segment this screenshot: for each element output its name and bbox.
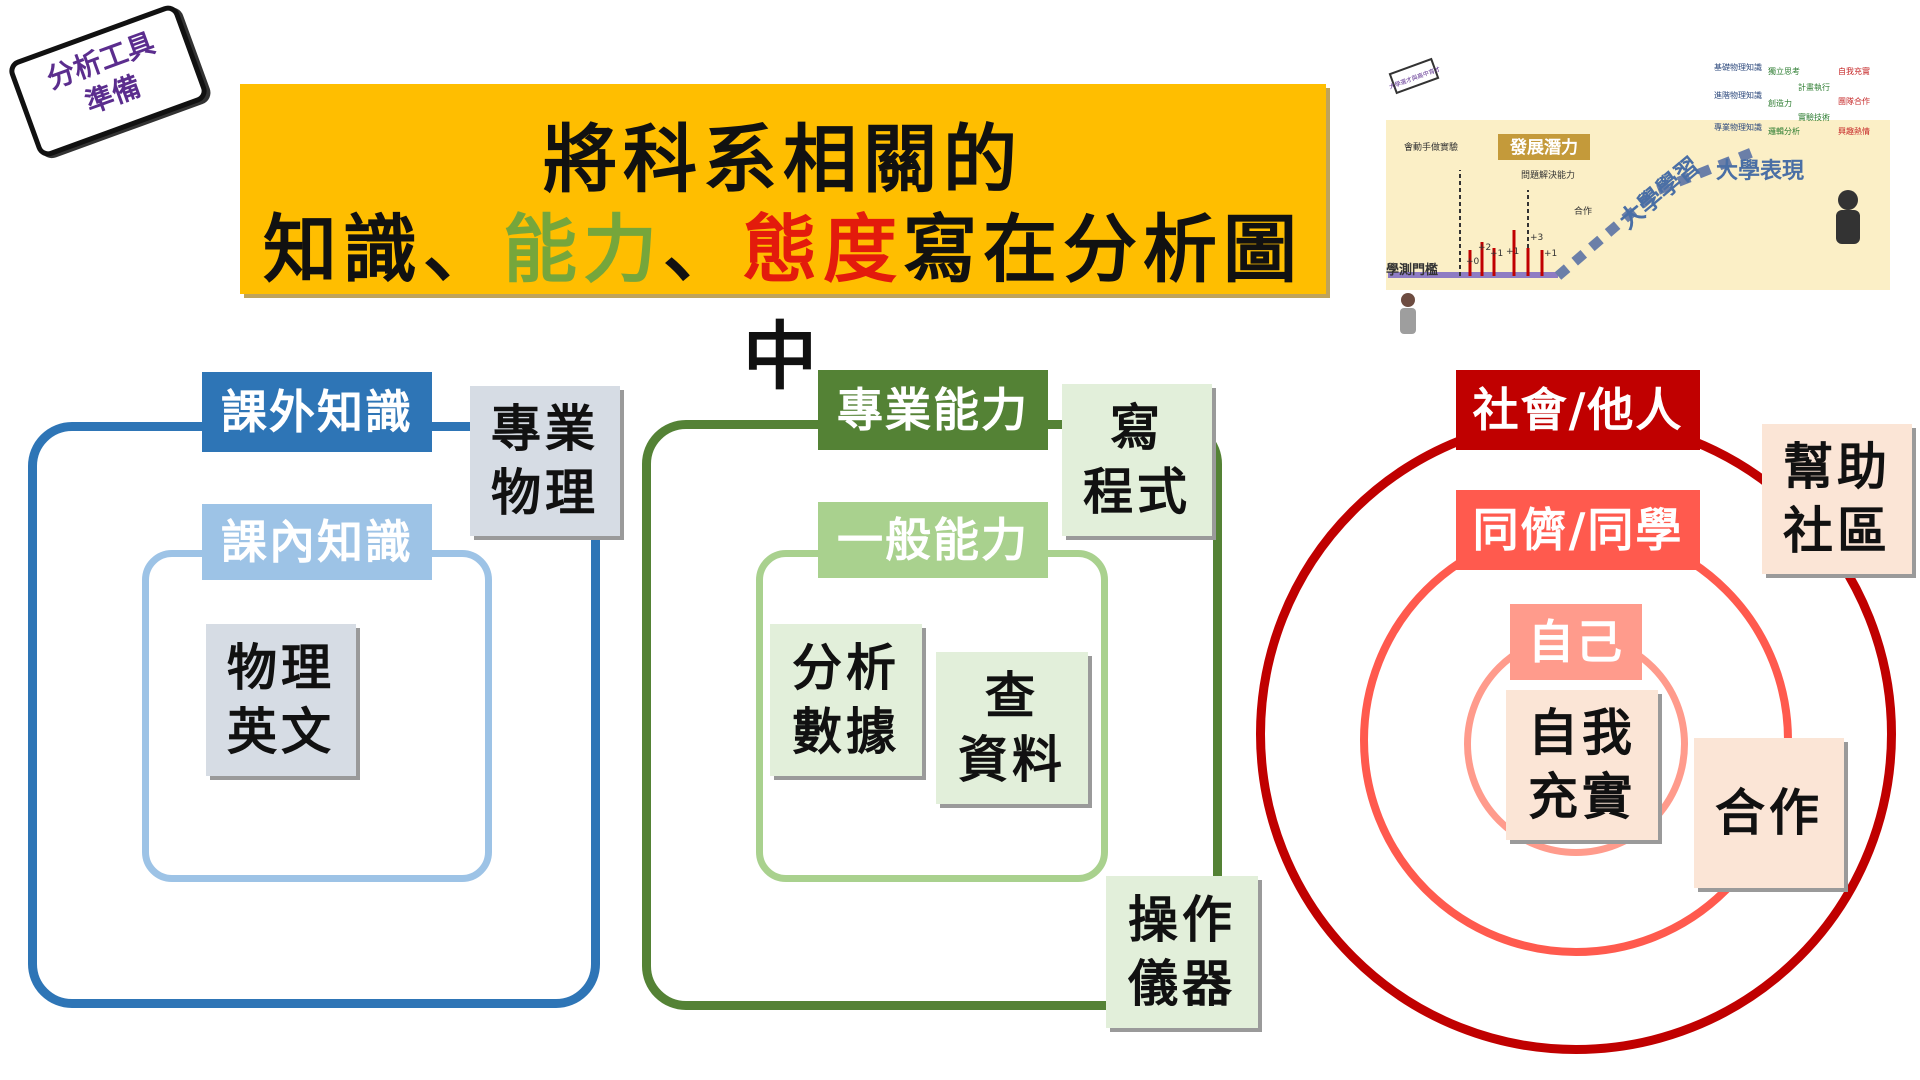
thumb-grid-2-1: 邏輯分析 <box>1768 126 1800 136</box>
title-ability: 能力 <box>503 207 663 293</box>
thumb-grad-head <box>1838 190 1858 210</box>
thumb-grid-1-0: 進階物理知識 <box>1714 90 1762 100</box>
note-self-enrich: 自我 充實 <box>1506 690 1658 840</box>
thumb-grid-0-2: 自我充實 <box>1838 66 1870 76</box>
thumbnail-figure: 發展潛力 學測門檻 會動手做實驗 問題解決能力 合作 +0 +2 +1 +1 +… <box>1378 50 1898 350</box>
thumb-gsat-text: 學測門檻 <box>1386 262 1438 278</box>
note-help-community: 幫助 社區 <box>1762 424 1912 574</box>
thumb-inc-5: +1 <box>1544 249 1557 259</box>
thumb-grid-0-0: 基礎物理知識 <box>1714 62 1762 72</box>
title-rest: 寫在分析圖中 <box>743 207 1303 400</box>
ability-outer-label: 專業能力 <box>818 370 1048 450</box>
note-professional-physics: 專業 物理 <box>470 386 620 536</box>
knowledge-outer-label: 課外知識 <box>202 372 432 452</box>
thumb-univ-perf: 大學表現 <box>1716 158 1804 184</box>
note-operate-instrument: 操作 儀器 <box>1106 876 1258 1028</box>
thumbnail-path <box>1554 145 1760 280</box>
thumb-grid-1-3: 團隊合作 <box>1838 96 1870 106</box>
note-write-program: 寫 程式 <box>1062 384 1212 536</box>
attitude-inner-label: 自己 <box>1510 604 1642 680</box>
title-banner: 將科系相關的 知識、能力、態度寫在分析圖中 <box>240 84 1326 400</box>
ability-inner-label: 一般能力 <box>818 502 1048 578</box>
attitude-outer-label: 社會/他人 <box>1456 370 1700 450</box>
title-line1: 將科系相關的 <box>543 117 1023 203</box>
note-analyze-data-text: 分析 數據 <box>792 639 900 761</box>
title-line2: 知識、能力、態度寫在分析圖中 <box>240 190 1326 404</box>
title-attitude: 態度 <box>743 207 903 293</box>
thumb-inc-4: +3 <box>1530 233 1543 243</box>
note-cooperation: 合作 <box>1694 738 1844 888</box>
thumb-grid-2-3: 興趣熱情 <box>1838 126 1870 136</box>
thumb-grid-2-2: 實驗技術 <box>1798 112 1830 122</box>
thumb-coop-text: 合作 <box>1574 205 1592 217</box>
note-help-community-text: 幫助 社區 <box>1783 438 1891 560</box>
note-professional-physics-text: 專業 物理 <box>491 400 599 522</box>
thumb-inc-1: +2 <box>1478 243 1491 253</box>
thumb-potential-text: 發展潛力 <box>1509 137 1578 158</box>
note-search-info: 查 資料 <box>936 652 1088 804</box>
thumb-problem-text: 問題解決能力 <box>1521 169 1575 181</box>
note-self-enrich-text: 自我 充實 <box>1528 704 1636 826</box>
thumb-grid-1-1: 創造力 <box>1768 98 1792 108</box>
title-sep2: 、 <box>663 207 743 293</box>
thumb-student-body <box>1400 308 1416 334</box>
note-physics-english-text: 物理 英文 <box>227 639 335 761</box>
note-write-program-text: 寫 程式 <box>1083 399 1191 521</box>
note-search-info-text: 查 資料 <box>958 667 1066 789</box>
title-knowledge: 知識 <box>263 207 423 293</box>
thumb-inc-2: +1 <box>1490 249 1503 259</box>
thumb-potential-box <box>1498 134 1590 160</box>
thumb-grad-body <box>1836 210 1860 244</box>
title-sep1: 、 <box>423 207 503 293</box>
thumb-grid-0-1: 獨立思考 <box>1768 66 1800 76</box>
note-physics-english: 物理 英文 <box>206 624 356 776</box>
attitude-middle-label: 同儕/同學 <box>1456 490 1700 570</box>
note-operate-instrument-text: 操作 儀器 <box>1128 891 1236 1013</box>
thumb-student-head <box>1401 293 1415 307</box>
thumb-grid-1-2: 計畫執行 <box>1798 82 1830 92</box>
note-cooperation-text: 合作 <box>1715 784 1823 842</box>
corner-tag: 分析工具 準備 <box>5 2 211 160</box>
thumbnail-baseline <box>1388 272 1558 278</box>
knowledge-inner-label: 課內知識 <box>202 504 432 580</box>
thumb-grid-2-0: 專業物理知識 <box>1714 122 1762 132</box>
thumbnail-svg: 發展潛力 學測門檻 會動手做實驗 問題解決能力 合作 +0 +2 +1 +1 +… <box>1386 57 1890 334</box>
thumb-tag-box <box>1388 57 1440 95</box>
thumb-handson-text: 會動手做實驗 <box>1404 141 1458 153</box>
thumb-inc-3: +1 <box>1506 247 1519 257</box>
note-analyze-data: 分析 數據 <box>770 624 922 776</box>
thumb-inc-0: +0 <box>1466 257 1480 267</box>
